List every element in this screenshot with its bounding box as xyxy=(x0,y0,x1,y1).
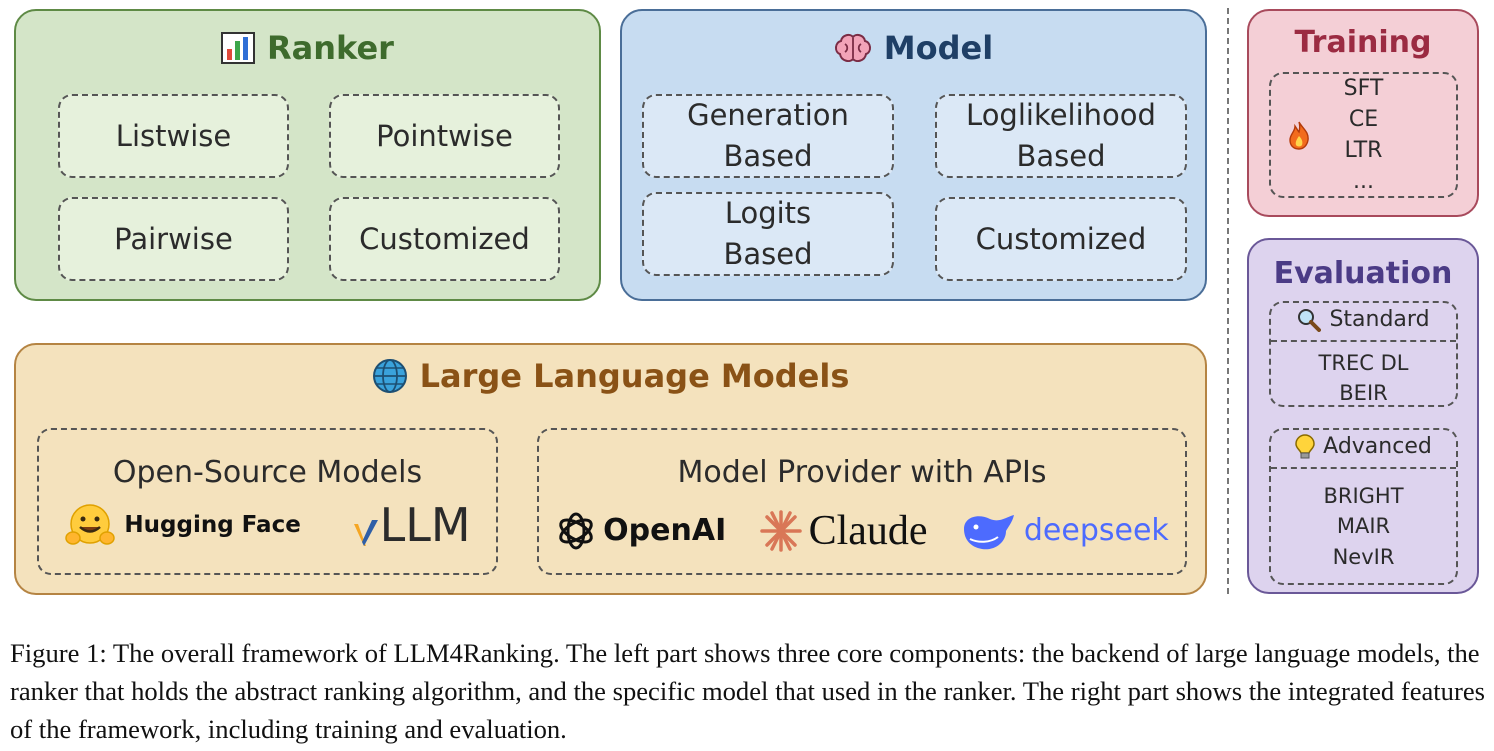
globe-icon xyxy=(372,359,407,393)
openai-label: OpenAI xyxy=(603,513,727,549)
benchmark-nevir: NevIR xyxy=(1332,544,1395,569)
whale-icon xyxy=(963,515,1014,550)
model-item-customized: Customized xyxy=(935,197,1187,281)
standard-benchmarks-box: Standard TREC DL BEIR xyxy=(1269,301,1458,407)
model-item-logits: Logits Based xyxy=(642,192,894,276)
model-item-generation: Generation Based xyxy=(642,94,894,178)
benchmark-beir: BEIR xyxy=(1339,381,1388,406)
lightbulb-icon xyxy=(1295,434,1315,459)
open-source-box: Open-Source Models Hugging Face LL xyxy=(37,428,498,575)
ranker-item-pairwise: Pairwise xyxy=(58,197,289,281)
training-item-more: ... xyxy=(1353,169,1374,195)
standard-label: Standard xyxy=(1329,307,1430,332)
ranker-item-pointwise: Pointwise xyxy=(329,94,560,178)
vllm-v-icon xyxy=(353,520,378,546)
model-title: Model xyxy=(622,29,1205,67)
deepseek-logo: deepseek xyxy=(960,509,1169,553)
llm-title-text: Large Language Models xyxy=(419,357,850,395)
ranker-panel: Ranker Listwise Pointwise Pairwise Custo… xyxy=(14,9,601,301)
hugging-face-icon xyxy=(65,504,116,545)
deepseek-label: deepseek xyxy=(1023,513,1169,549)
benchmark-trec-dl: TREC DL xyxy=(1318,350,1409,375)
evaluation-title: Evaluation xyxy=(1273,256,1453,291)
magnifier-icon xyxy=(1298,309,1322,333)
ranker-item-listwise: Listwise xyxy=(58,94,289,178)
api-provider-title: Model Provider with APIs xyxy=(677,455,1047,490)
open-source-title: Open-Source Models xyxy=(112,455,423,490)
model-item-generation-line2: Based xyxy=(723,139,813,173)
training-item-ce: CE xyxy=(1348,106,1379,132)
bar-chart-icon xyxy=(221,32,256,64)
model-item-loglikelihood-line1: Loglikelihood xyxy=(966,98,1156,133)
claude-burst-icon xyxy=(759,510,802,553)
standard-header: Standard xyxy=(1271,305,1456,336)
hugging-face-label: Hugging Face xyxy=(124,511,301,538)
training-title: Training xyxy=(1294,25,1432,60)
model-title-text: Model xyxy=(883,29,994,67)
figure-caption: Figure 1: The overall framework of LLM4R… xyxy=(10,638,1485,744)
open-source-logos: Hugging Face LLM xyxy=(39,502,496,548)
openai-logo: OpenAI xyxy=(555,510,726,552)
ranker-title-text: Ranker xyxy=(267,29,394,67)
evaluation-panel: Evaluation Standard TREC DL BEIR Advance… xyxy=(1247,238,1479,594)
model-item-loglikelihood-line2: Based xyxy=(1016,139,1106,173)
model-item-logits-line2: Based xyxy=(723,237,813,271)
advanced-benchmarks-box: Advanced BRIGHT MAIR NevIR xyxy=(1269,428,1458,585)
api-provider-logos: OpenAI Claude xyxy=(539,502,1185,561)
model-panel: Model Generation Based Loglikelihood Bas… xyxy=(620,9,1207,301)
brain-icon xyxy=(834,33,871,63)
claude-label: Claude xyxy=(808,508,928,554)
training-methods-list: SFT CE LTR ... xyxy=(1344,73,1384,198)
llm-title: Large Language Models xyxy=(16,357,1205,395)
divider xyxy=(1227,8,1229,594)
ranker-item-customized: Customized xyxy=(329,197,560,281)
training-item-ltr: LTR xyxy=(1344,138,1383,163)
ranker-title: Ranker xyxy=(16,29,599,67)
advanced-separator xyxy=(1271,466,1456,469)
training-panel: Training SFT CE LTR ... xyxy=(1247,9,1479,217)
hugging-face-logo: Hugging Face xyxy=(64,502,301,548)
standard-separator xyxy=(1271,339,1456,342)
fire-icon xyxy=(1289,121,1309,150)
advanced-header: Advanced xyxy=(1271,432,1456,463)
model-item-generation-line1: Generation xyxy=(687,98,849,133)
vllm-logo: LLM xyxy=(352,502,471,548)
claude-logo: Claude xyxy=(759,502,928,561)
vllm-label: LLM xyxy=(379,498,471,552)
advanced-label: Advanced xyxy=(1323,434,1432,459)
openai-icon xyxy=(559,512,593,550)
benchmark-bright: BRIGHT xyxy=(1323,483,1404,508)
model-item-logits-line1: Logits xyxy=(724,196,812,231)
benchmark-mair: MAIR xyxy=(1336,514,1391,539)
model-item-loglikelihood: Loglikelihood Based xyxy=(935,94,1187,178)
training-item-sft: SFT xyxy=(1343,75,1384,101)
api-provider-box: Model Provider with APIs OpenAI xyxy=(537,428,1187,575)
llm-panel: Large Language Models Open-Source Models… xyxy=(14,343,1207,595)
training-methods-box: SFT CE LTR ... xyxy=(1269,72,1458,198)
